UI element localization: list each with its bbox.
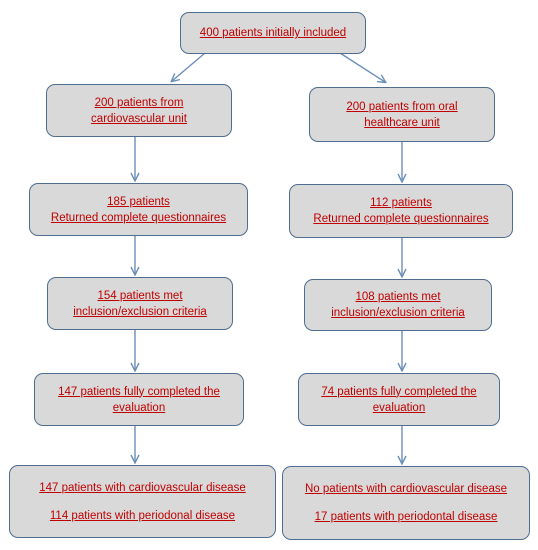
box-oral-criteria: 108 patients met inclusion/exclusion cri…: [304, 279, 492, 331]
box-cardiovascular-returned: 185 patients Returned complete questionn…: [29, 183, 248, 236]
arrow-top-to-left: [172, 52, 206, 81]
box-cardiovascular-criteria: 154 patients met inclusion/exclusion cri…: [47, 277, 233, 330]
right-completed-line-1: 74 patients fully completed the: [321, 385, 477, 398]
right-returned-line-2: Returned complete questionnaires: [313, 213, 489, 225]
left-returned-line-1: 185 patients: [107, 195, 170, 208]
right-completed-line-2: evaluation: [372, 401, 426, 414]
right-result-line-1: No patients with cardiovascular disease: [305, 483, 507, 495]
box-cardiovascular-source: 200 patients from cardiovascular unit: [46, 84, 232, 137]
arrow-top-to-right: [339, 52, 385, 82]
right-criteria-line-1: 108 patients met: [355, 291, 441, 303]
box-oral-completed: 74 patients fully completed the evaluati…: [298, 373, 500, 426]
right-result-line-2: 17 patients with periodontal disease: [314, 511, 498, 523]
box-oral-source: 200 patients from oral healthcare unit: [309, 87, 495, 142]
box-initial: 400 patients initially included: [180, 12, 366, 54]
box-oral-returned: 112 patients Returned complete questionn…: [289, 184, 513, 238]
right-returned-line-1: 112 patients: [370, 197, 432, 209]
box-cardiovascular-result: 147 patients with cardiovascular disease…: [9, 465, 276, 538]
left-source-line-2: cardiovascular unit: [91, 112, 187, 125]
left-completed-line-2: evaluation: [112, 401, 166, 414]
left-source-line-1: 200 patients from: [94, 96, 184, 109]
right-source-line-2: healthcare unit: [364, 116, 440, 129]
left-result-line-2: 114 patients with periodonal disease: [49, 509, 236, 522]
initial-text: 400 patients initially included: [199, 27, 347, 39]
box-oral-result: No patients with cardiovascular disease …: [282, 466, 530, 540]
left-result-line-1: 147 patients with cardiovascular disease: [39, 481, 246, 494]
right-criteria-line-2: inclusion/exclusion criteria: [331, 307, 465, 319]
left-returned-line-2: Returned complete questionnaires: [50, 211, 227, 224]
left-criteria-line-2: inclusion/exclusion criteria: [73, 305, 207, 318]
left-criteria-line-1: 154 patients met: [97, 289, 183, 302]
right-source-line-1: 200 patients from oral: [346, 100, 458, 113]
left-completed-line-1: 147 patients fully completed the: [58, 385, 220, 398]
box-cardiovascular-completed: 147 patients fully completed the evaluat…: [34, 373, 244, 426]
